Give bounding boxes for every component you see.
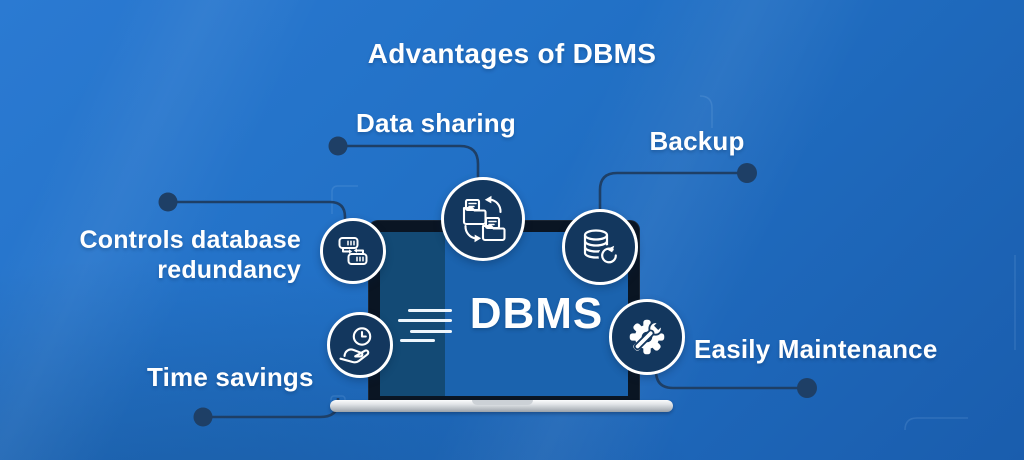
connector-dot [737,163,757,183]
placeholder-line [400,339,435,342]
connector-backup [598,171,747,214]
connector-dot [797,378,817,398]
laptop-base-notch [472,400,533,405]
label-easily-maintenance: Easily Maintenance [694,334,938,364]
dbms-screen-label: DBMS [469,289,604,338]
connector-dot [193,407,213,427]
label-controls-redundancy: Controls database redundancy [79,226,301,284]
hand-clock-icon [339,327,372,364]
laptop-base [330,400,673,412]
database-refresh-icon [583,229,620,266]
placeholder-line [410,330,452,333]
servers-transfer-icon [338,237,368,265]
label-backup: Backup [649,126,745,156]
laptop-screen: DBMS [380,232,628,396]
node-controls-redundancy [320,218,386,284]
connector-data-sharing [338,144,480,186]
folders-sync-icon [462,195,506,243]
label-time-savings: Time savings [147,362,314,392]
label-data-sharing: Data sharing [356,108,516,138]
connector-redundancy [168,200,347,240]
connector-time-savings [203,398,340,419]
laptop: DBMS [368,220,640,402]
page-title: Advantages of DBMS [367,38,657,69]
connector-dot [328,136,348,156]
screen-sidebar-panel [380,232,445,396]
placeholder-line [398,319,452,322]
node-backup [562,209,638,285]
placeholder-line [408,309,452,312]
node-easily-maintenance [609,299,685,375]
node-time-savings [327,312,393,378]
node-data-sharing [441,177,525,261]
gear-wrench-icon [629,319,665,355]
connector-dot [158,192,178,212]
